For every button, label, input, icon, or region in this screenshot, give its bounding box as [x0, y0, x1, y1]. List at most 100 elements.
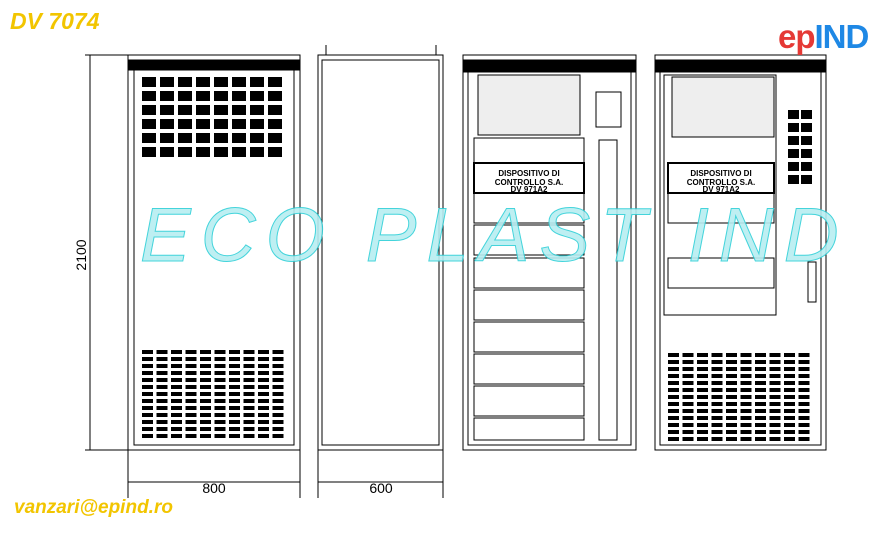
contact-email[interactable]: vanzari@epind.ro: [14, 497, 173, 518]
height-dimension-label: 2100: [73, 239, 89, 270]
bottom-vent: [229, 385, 240, 389]
bottom-vent: [214, 371, 226, 375]
bottom-vent: [697, 437, 708, 441]
bottom-vent: [726, 353, 737, 357]
top-louver: [214, 133, 228, 143]
top-louver: [178, 77, 192, 87]
top-louver: [214, 91, 228, 101]
bottom-vent: [258, 434, 269, 438]
top-louver: [178, 147, 192, 157]
bottom-vent: [185, 399, 197, 403]
bottom-vent: [156, 371, 168, 375]
bottom-vent: [726, 402, 737, 406]
top-louver: [232, 77, 246, 87]
bottom-vent: [272, 357, 284, 361]
bottom-vent: [200, 399, 211, 403]
top-louver: [160, 147, 174, 157]
bottom-vent: [185, 427, 197, 431]
bottom-vent: [726, 409, 737, 413]
bottom-vent: [156, 427, 168, 431]
top-louver: [250, 91, 264, 101]
top-louver: [214, 119, 228, 129]
bottom-vent: [142, 420, 153, 424]
bottom-vent: [243, 406, 255, 410]
top-louver: [142, 105, 156, 115]
bottom-vent: [156, 420, 168, 424]
bottom-vent: [229, 350, 240, 354]
bottom-vent: [200, 420, 211, 424]
top-louver: [196, 105, 210, 115]
bottom-vent: [740, 367, 752, 371]
bottom-vent: [171, 378, 182, 382]
bottom-vent: [272, 378, 284, 382]
top-louver: [196, 147, 210, 157]
bottom-vent: [668, 388, 679, 392]
bottom-vent: [214, 385, 226, 389]
side-louver: [801, 162, 812, 171]
bottom-vent: [682, 381, 694, 385]
bottom-vent: [229, 427, 240, 431]
bottom-vent: [711, 367, 723, 371]
side-louver: [788, 175, 799, 184]
top-louver: [160, 77, 174, 87]
bottom-vent: [258, 350, 269, 354]
bottom-vent: [214, 406, 226, 410]
depth-dimension-label: 600: [369, 480, 393, 496]
bottom-vent: [668, 395, 679, 399]
bottom-vent: [171, 371, 182, 375]
bottom-vent: [726, 430, 737, 434]
bottom-vent: [769, 416, 781, 420]
bottom-vent: [156, 350, 168, 354]
bottom-vent: [784, 381, 795, 385]
bottom-vent: [229, 434, 240, 438]
bottom-vent: [243, 427, 255, 431]
bottom-vent: [185, 434, 197, 438]
bottom-vent: [711, 437, 723, 441]
product-title: DV 7074: [10, 8, 100, 34]
bottom-vent: [214, 413, 226, 417]
bottom-vent: [798, 423, 810, 427]
top-louver: [142, 119, 156, 129]
bottom-vent: [171, 434, 182, 438]
bottom-vent: [726, 360, 737, 364]
bottom-vent: [740, 402, 752, 406]
bottom-vent: [142, 357, 153, 361]
cabinet-door-open: [654, 54, 827, 451]
bottom-vent: [798, 402, 810, 406]
bottom-vent: [784, 409, 795, 413]
bottom-vent: [272, 399, 284, 403]
bottom-vent: [229, 378, 240, 382]
bottom-vent: [229, 371, 240, 375]
top-louver: [232, 91, 246, 101]
top-louver: [250, 77, 264, 87]
bottom-vent: [755, 423, 766, 427]
top-louver: [250, 147, 264, 157]
top-louver: [250, 133, 264, 143]
bottom-vent: [668, 381, 679, 385]
bottom-vent: [711, 388, 723, 392]
bottom-vent: [185, 378, 197, 382]
bottom-vent: [200, 364, 211, 368]
top-louver: [232, 133, 246, 143]
top-louver: [142, 77, 156, 87]
bottom-vent: [258, 385, 269, 389]
bottom-vent: [711, 423, 723, 427]
side-louver: [801, 175, 812, 184]
bottom-vent: [142, 371, 153, 375]
bottom-vent: [200, 406, 211, 410]
bottom-vent: [769, 423, 781, 427]
bottom-vent: [726, 423, 737, 427]
bottom-vent: [711, 360, 723, 364]
bottom-vent: [697, 423, 708, 427]
bottom-vent: [243, 350, 255, 354]
bottom-vent: [200, 385, 211, 389]
bottom-vent: [697, 409, 708, 413]
bottom-vent: [258, 378, 269, 382]
top-louver: [268, 77, 282, 87]
bottom-vent: [243, 434, 255, 438]
bottom-vent: [171, 406, 182, 410]
bottom-vent: [755, 437, 766, 441]
bottom-vent: [682, 402, 694, 406]
bottom-vent: [185, 406, 197, 410]
